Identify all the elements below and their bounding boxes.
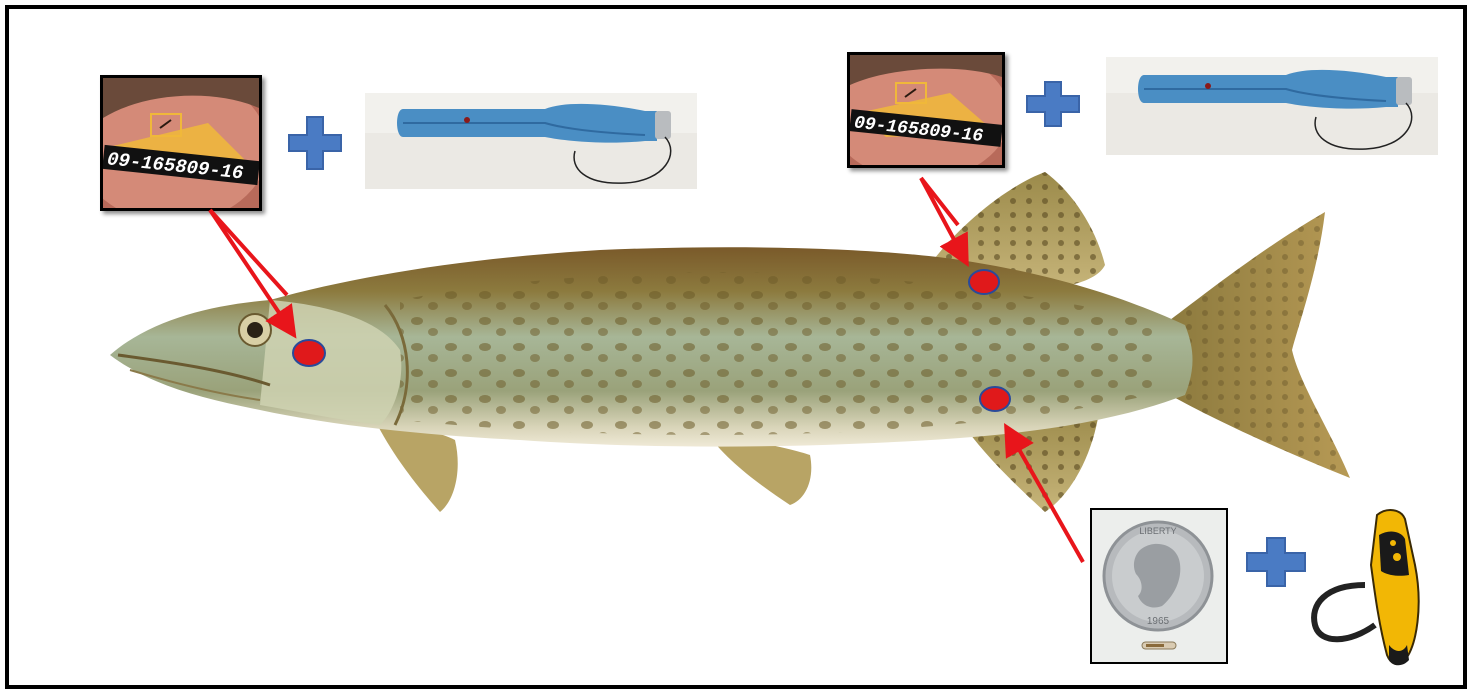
arrow-to-belly xyxy=(1008,430,1083,562)
arrow-to-dorsal xyxy=(921,178,958,225)
tag-location-dot-cheek xyxy=(293,340,325,366)
tag-location-dot-dorsal xyxy=(969,270,999,294)
arrow-to-cheek xyxy=(210,210,292,332)
arrow-to-cheek xyxy=(210,210,287,295)
arrow-to-dorsal xyxy=(921,178,965,260)
tag-location-dot-belly xyxy=(980,387,1010,411)
